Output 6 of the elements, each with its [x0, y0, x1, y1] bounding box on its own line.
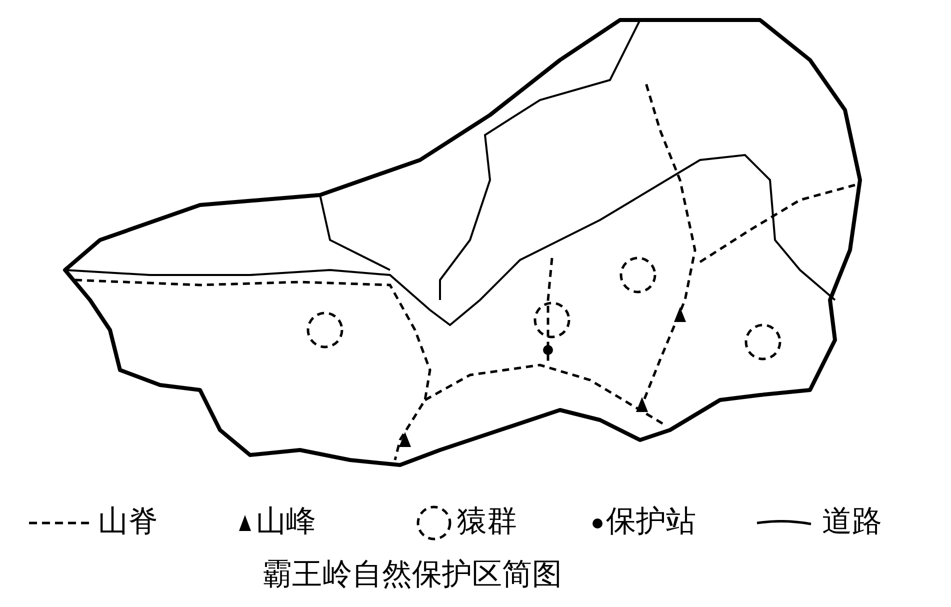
- map-caption: 霸王岭自然保护区简图: [262, 558, 562, 592]
- legend-label: 道路: [822, 505, 882, 539]
- legend-label: 猿群: [457, 505, 517, 539]
- legend-label: 山峰: [256, 505, 316, 539]
- legend-label: 保护站: [606, 505, 696, 539]
- legend-label: 山脊: [98, 505, 158, 539]
